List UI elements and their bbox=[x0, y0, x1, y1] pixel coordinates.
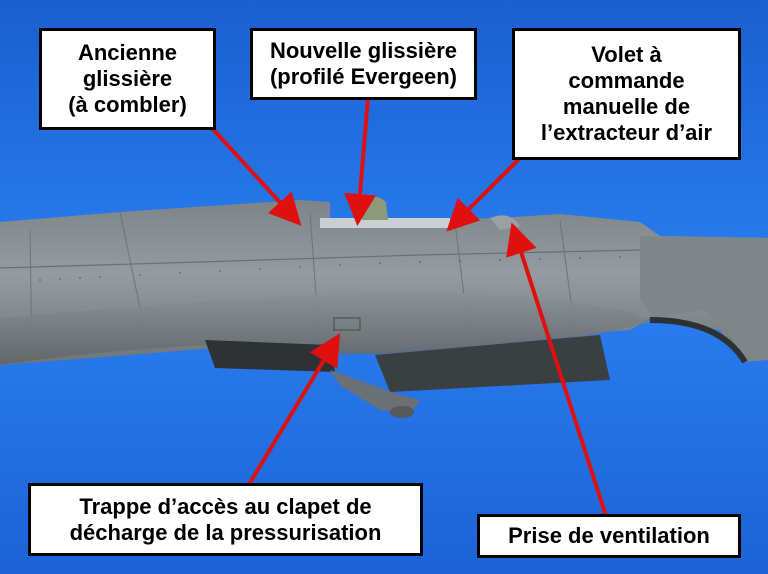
arrow-relief-hatch bbox=[246, 333, 341, 488]
callout-relief-hatch-text: Trappe d’accès au clapet de décharge de … bbox=[69, 493, 382, 545]
callout-new-slide-text: Nouvelle glissière (profilé Evergeen) bbox=[269, 38, 458, 89]
radiator-scoop bbox=[330, 370, 420, 415]
wheel-bay-left bbox=[205, 340, 335, 372]
wing-right bbox=[640, 236, 768, 362]
callout-new-slide: Nouvelle glissière (profilé Evergeen) bbox=[250, 28, 477, 100]
callout-air-flap-text: Volet à commande manuelle de l’extracteu… bbox=[540, 42, 713, 145]
callout-relief-hatch: Trappe d’accès au clapet de décharge de … bbox=[28, 483, 423, 556]
arrow-new-slide bbox=[344, 96, 376, 226]
callout-old-slide-text: Ancienne glissière (à combler) bbox=[68, 40, 187, 117]
rivet-lines bbox=[39, 256, 621, 281]
new-slide-strip bbox=[320, 218, 450, 228]
arrow-air-flap bbox=[446, 156, 522, 232]
callout-vent-intake: Prise de ventilation bbox=[477, 514, 741, 558]
callout-old-slide: Ancienne glissière (à combler) bbox=[39, 28, 216, 130]
callout-air-flap: Volet à commande manuelle de l’extracteu… bbox=[512, 28, 741, 160]
relief-hatch bbox=[333, 317, 361, 331]
tail-wheel bbox=[390, 406, 414, 418]
arrow-vent-intake bbox=[506, 222, 608, 518]
callout-vent-intake-text: Prise de ventilation bbox=[508, 523, 710, 548]
annotation-arrows bbox=[210, 96, 608, 518]
arrow-old-slide bbox=[210, 126, 302, 226]
